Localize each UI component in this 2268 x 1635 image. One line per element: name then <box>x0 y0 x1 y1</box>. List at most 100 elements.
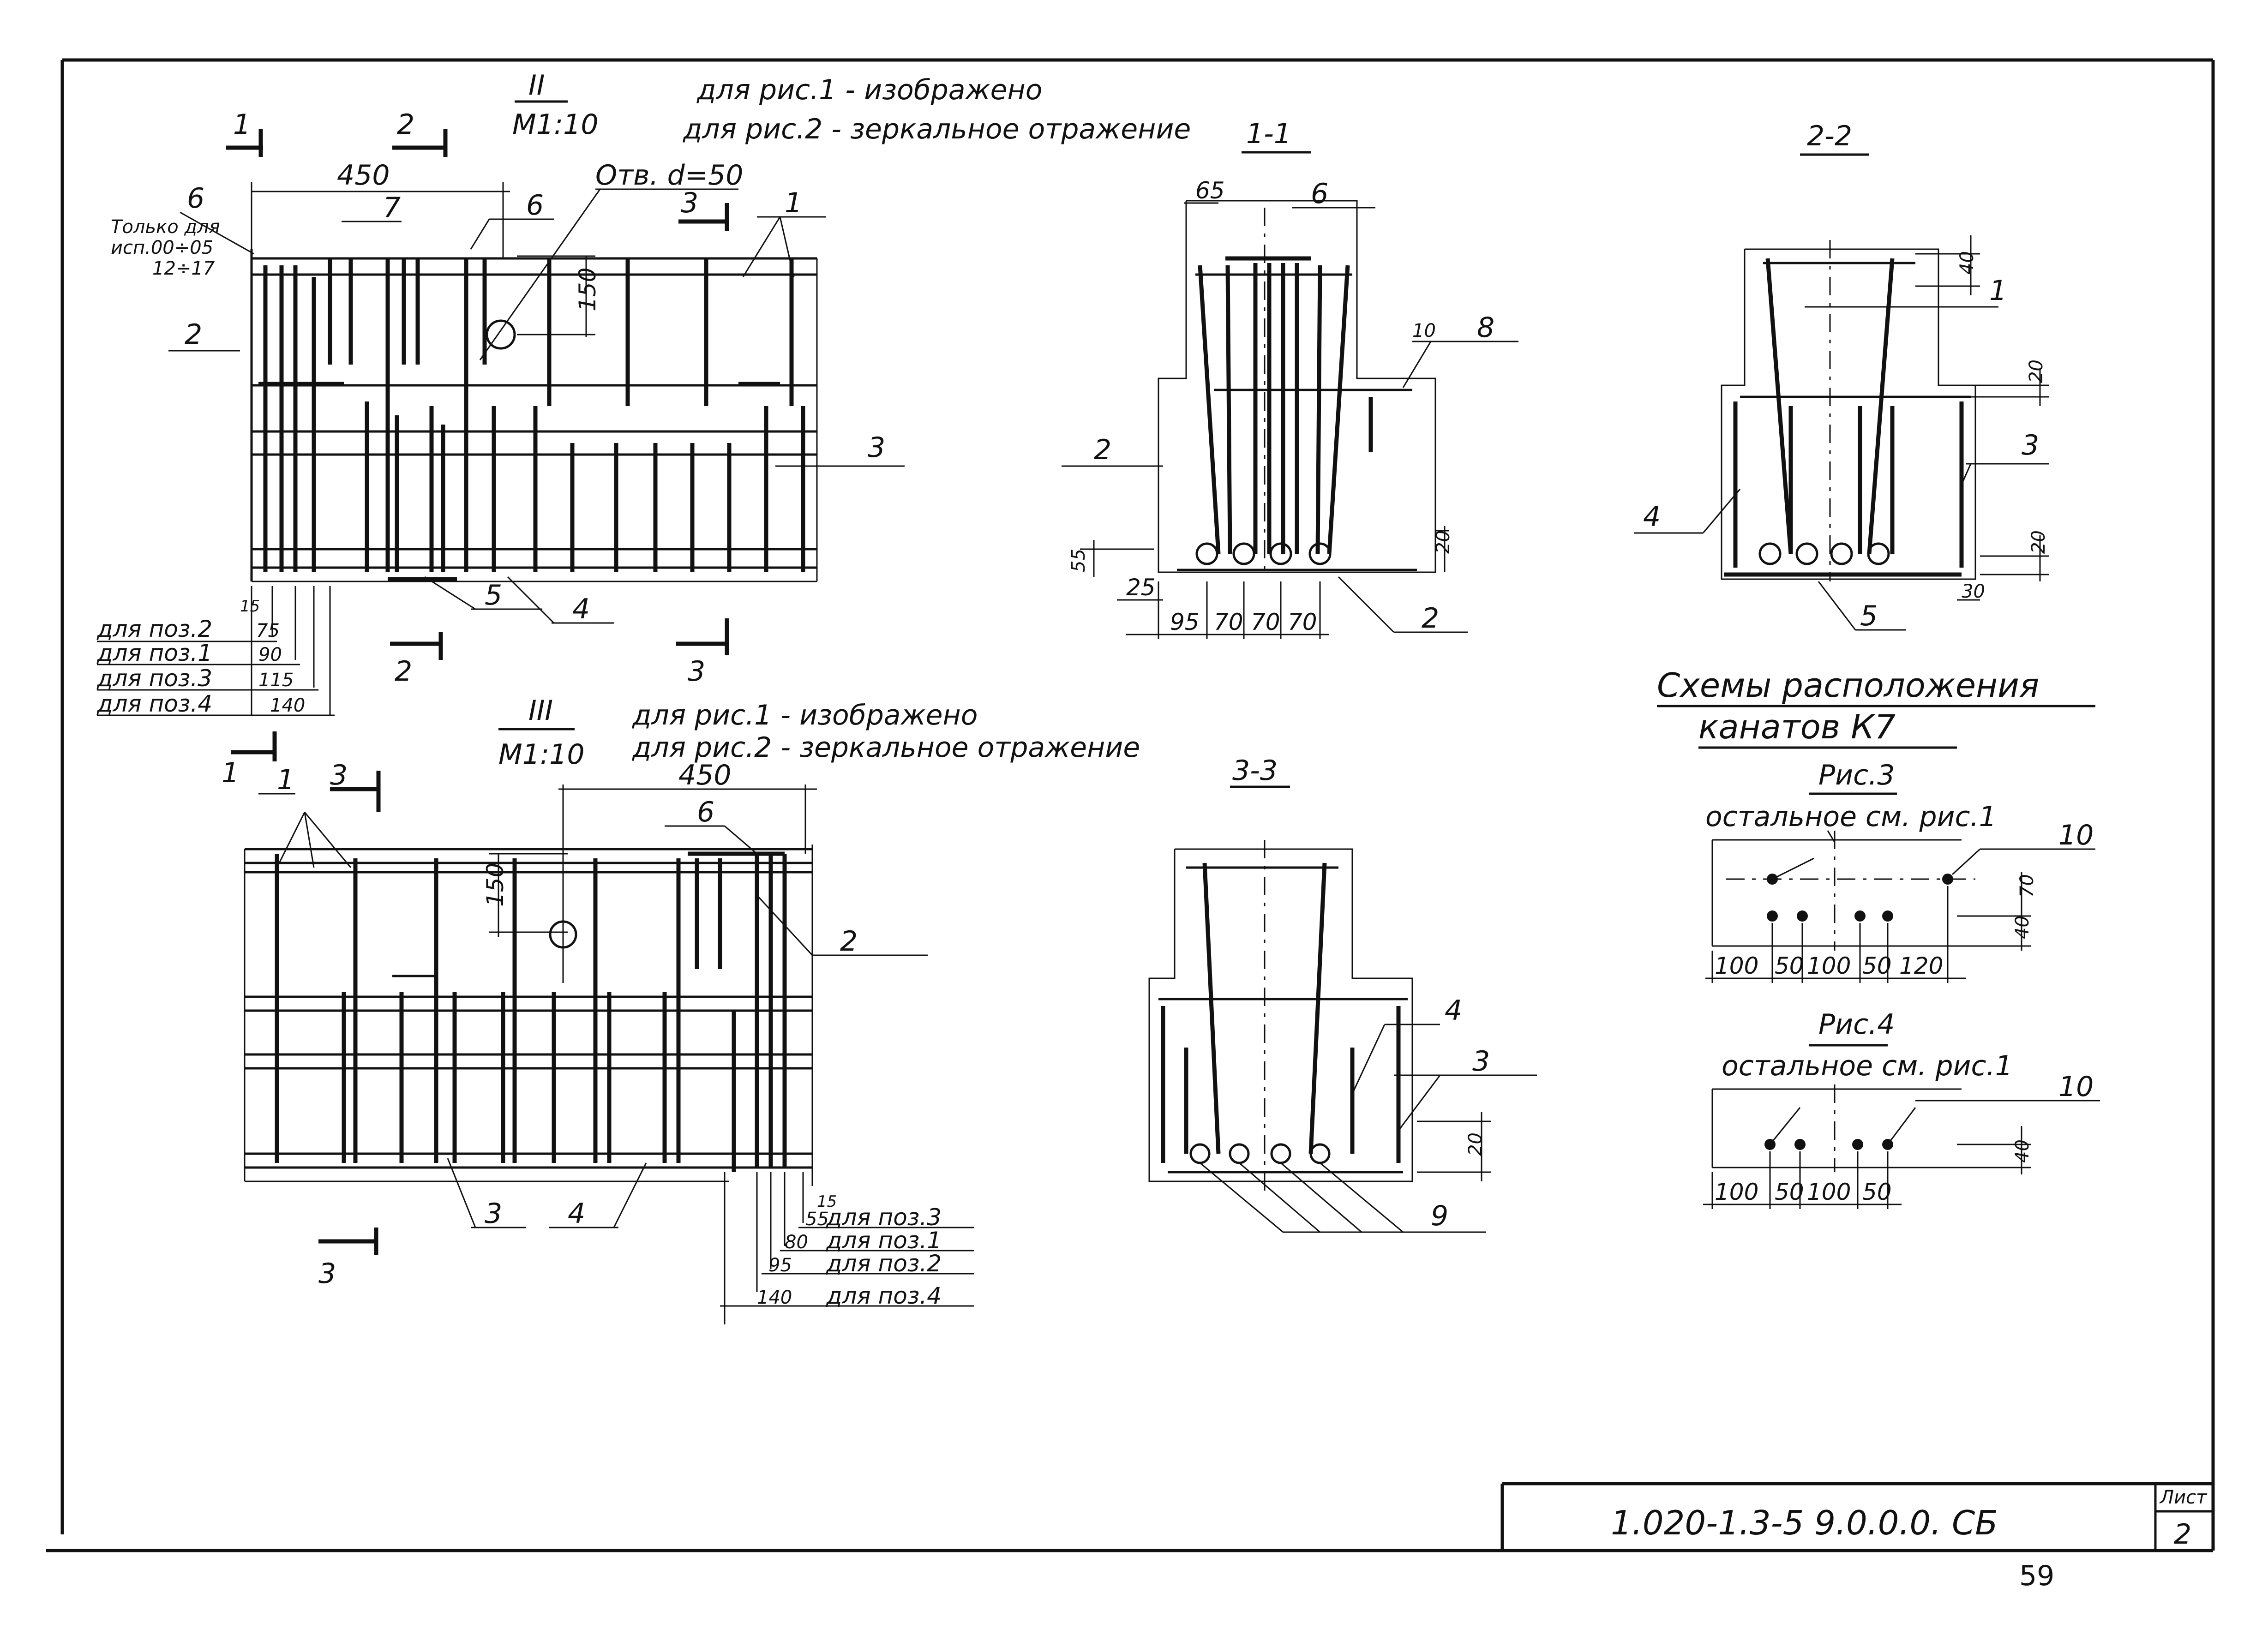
fig4-title: Рис.4 <box>1818 1008 1895 1041</box>
svg-text:2: 2 <box>1422 602 1439 635</box>
svg-text:95: 95 <box>768 1255 792 1276</box>
svg-text:50: 50 <box>1775 952 1804 979</box>
svg-text:4: 4 <box>1643 501 1661 533</box>
sheet-label: Лист <box>2159 1487 2208 1508</box>
svg-text:для поз.2: для поз.2 <box>826 1250 942 1277</box>
section-3-3-title: 3-3 <box>1232 755 1278 787</box>
svg-text:4: 4 <box>1445 994 1462 1027</box>
svg-text:50: 50 <box>1775 1179 1804 1205</box>
svg-text:1: 1 <box>785 187 802 219</box>
view-ii-cut-marks: 1 2 3 2 3 <box>226 108 729 688</box>
svg-text:75: 75 <box>256 620 280 641</box>
svg-text:2: 2 <box>185 318 202 351</box>
svg-text:1: 1 <box>233 108 251 141</box>
svg-text:для поз.2: для поз.2 <box>96 616 212 642</box>
svg-text:5: 5 <box>1860 600 1878 632</box>
svg-text:3: 3 <box>318 1258 336 1290</box>
svg-text:3: 3 <box>2022 429 2039 461</box>
svg-text:3: 3 <box>681 187 698 219</box>
svg-text:50: 50 <box>1862 952 1892 979</box>
svg-text:3: 3 <box>330 759 348 791</box>
svg-text:25: 25 <box>1126 574 1156 601</box>
svg-text:10: 10 <box>2058 1071 2094 1103</box>
view-ii-dim-table: 15 для поз.2 75 для поз.1 90 для поз.3 1… <box>96 586 335 717</box>
cable-schemes: Схемы расположения канатов К7 Рис.3 оста… <box>1657 666 2100 1209</box>
svg-text:70: 70 <box>2016 874 2038 898</box>
svg-text:55: 55 <box>1068 549 1089 572</box>
svg-text:140: 140 <box>757 1287 792 1308</box>
svg-text:4: 4 <box>568 1198 585 1230</box>
fig3-note: остальное см. рис.1 <box>1705 801 1997 833</box>
view-ii-roman: II <box>528 69 545 102</box>
fig4-note: остальное см. рис.1 <box>1722 1050 2013 1082</box>
section-2-2: 2-2 40 1 20 3 20 30 <box>1634 120 2049 632</box>
svg-text:55: 55 <box>805 1209 829 1230</box>
view-iii-cut-marks: 1 3 3 <box>222 731 381 1290</box>
svg-text:6: 6 <box>1311 178 1328 210</box>
svg-text:15: 15 <box>240 597 260 616</box>
svg-text:2: 2 <box>397 108 414 141</box>
svg-text:50: 50 <box>1862 1179 1892 1205</box>
view-ii-hole <box>486 319 516 350</box>
svg-text:для рис.1 - изображено: для рис.1 - изображено <box>632 699 978 731</box>
svg-text:6: 6 <box>526 189 544 222</box>
view-iii: III М1:10 для рис.1 - изображено для рис… <box>222 695 1140 1324</box>
svg-text:20: 20 <box>1465 1132 1486 1156</box>
svg-text:70: 70 <box>1288 609 1317 635</box>
view-iii-rebar-cage <box>244 844 813 1186</box>
view-ii-hole-note: Отв. d=50 <box>595 159 743 192</box>
svg-text:для поз.3: для поз.3 <box>826 1204 942 1231</box>
svg-text:для поз.3: для поз.3 <box>96 665 212 692</box>
svg-text:30: 30 <box>1962 581 1985 602</box>
svg-text:1: 1 <box>1989 275 2007 307</box>
svg-text:120: 120 <box>1899 952 1943 979</box>
view-ii-scale: М1:10 <box>512 108 599 141</box>
document-code: 1.020-1.3-5 9.0.0.0. СБ <box>1611 1503 1998 1542</box>
schemes-title-1: Схемы расположения <box>1657 666 2039 705</box>
svg-text:для рис.2 - зеркальное отражен: для рис.2 - зеркальное отражение <box>632 731 1140 764</box>
section-3-3: 3-3 4 3 20 9 <box>1148 755 1537 1233</box>
page-number: 59 <box>2019 1560 2054 1592</box>
svg-text:100: 100 <box>1807 952 1851 979</box>
view-ii-note2: для рис.2 - зеркальное отражение <box>683 113 1191 145</box>
svg-text:90: 90 <box>258 644 282 665</box>
svg-text:5: 5 <box>485 579 502 611</box>
svg-text:10: 10 <box>1412 320 1436 341</box>
svg-text:4: 4 <box>572 593 590 625</box>
svg-text:100: 100 <box>1807 1179 1851 1205</box>
svg-text:15: 15 <box>817 1192 837 1211</box>
view-ii-note-only-3: 12÷17 <box>152 258 215 279</box>
svg-text:150: 150 <box>482 863 509 907</box>
svg-text:70: 70 <box>1214 609 1243 635</box>
view-iii-hole <box>549 920 577 949</box>
svg-text:6: 6 <box>697 796 714 828</box>
svg-text:1: 1 <box>277 764 294 796</box>
svg-text:100: 100 <box>1715 1179 1758 1205</box>
fig3-title: Рис.3 <box>1818 759 1895 791</box>
view-ii-note-only-2: исп.00÷05 <box>111 237 213 258</box>
svg-text:100: 100 <box>1715 952 1758 979</box>
schemes-title-2: канатов К7 <box>1698 707 1896 746</box>
svg-text:9: 9 <box>1431 1200 1448 1232</box>
svg-text:6: 6 <box>187 182 204 215</box>
svg-text:для поз.1: для поз.1 <box>826 1227 942 1254</box>
section-1-1-title: 1-1 <box>1246 118 1291 150</box>
svg-text:70: 70 <box>1251 609 1280 635</box>
svg-text:450: 450 <box>678 759 732 791</box>
svg-text:40: 40 <box>2012 916 2033 939</box>
section-1-1: 1-1 65 6 10 8 2 55 20 <box>1062 118 1518 639</box>
view-ii-rebar-cage <box>250 249 818 582</box>
svg-text:8: 8 <box>1477 311 1494 344</box>
svg-text:95: 95 <box>1170 609 1200 635</box>
svg-text:80: 80 <box>785 1232 808 1253</box>
svg-text:115: 115 <box>258 670 294 691</box>
sheet-number: 2 <box>2174 1518 2191 1551</box>
svg-text:40: 40 <box>1956 251 1978 275</box>
svg-text:3: 3 <box>485 1198 502 1230</box>
title-block: 1.020-1.3-5 9.0.0.0. СБ Лист 2 <box>1500 1482 2213 1551</box>
view-ii-dim-450: 450 <box>337 159 390 192</box>
svg-text:для поз.1: для поз.1 <box>96 640 212 666</box>
svg-text:2: 2 <box>395 655 412 688</box>
